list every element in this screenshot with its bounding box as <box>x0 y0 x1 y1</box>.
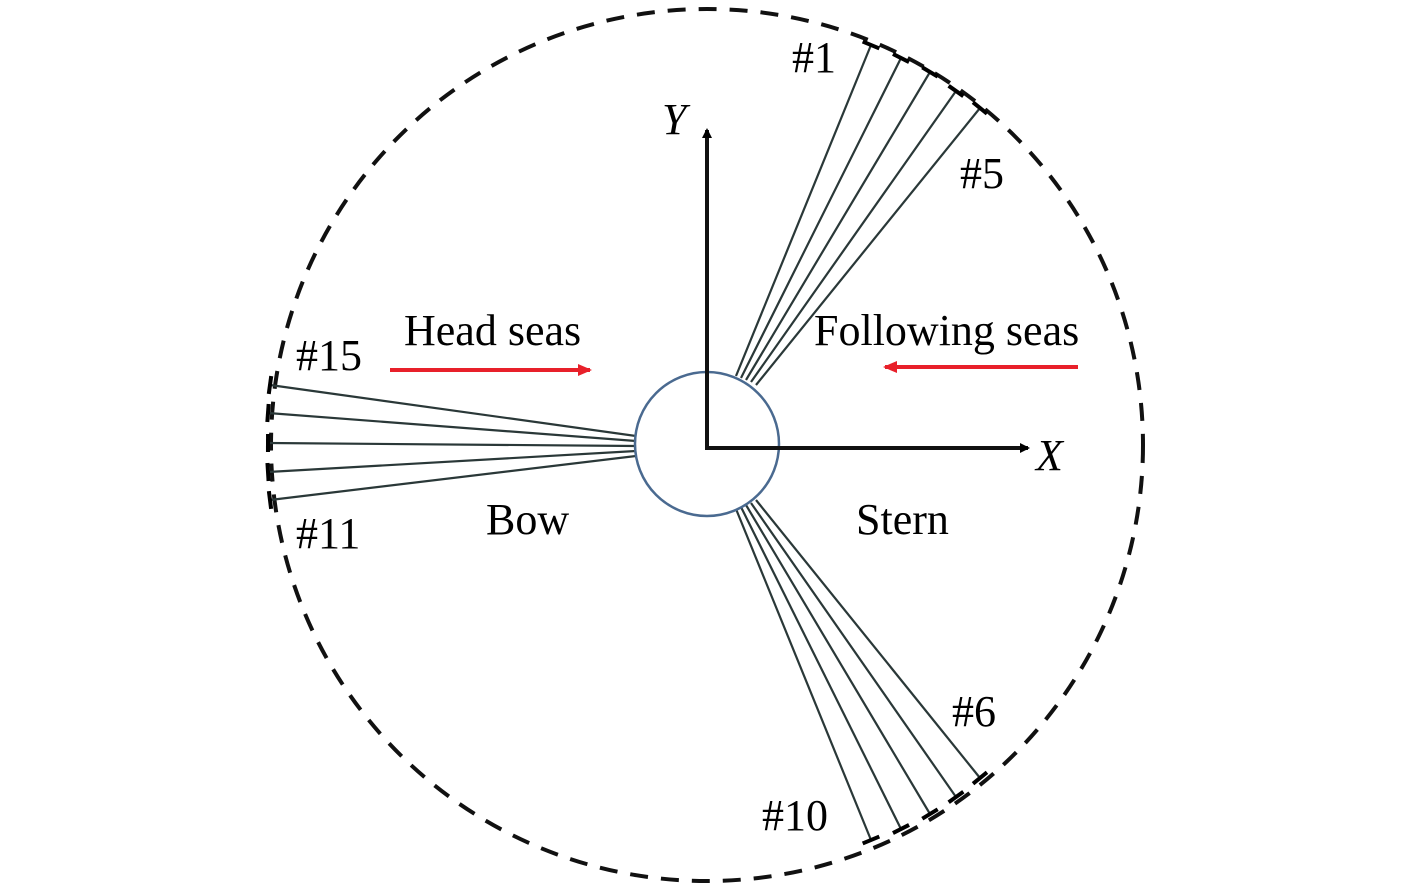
anchor-7 <box>947 790 965 804</box>
mooring-line-13 <box>267 441 637 448</box>
mooring-lines <box>265 39 989 846</box>
anchor-6 <box>971 770 989 786</box>
anchor-1 <box>861 39 881 51</box>
mooring-line-14 <box>267 411 637 443</box>
label-line-6: #6 <box>952 687 996 736</box>
following-seas-label: Following seas <box>814 306 1079 355</box>
mooring-line-12 <box>267 449 637 474</box>
stern-label: Stern <box>856 495 949 544</box>
bow-label: Bow <box>486 495 569 544</box>
mooring-line-11 <box>269 454 637 502</box>
mooring-line-4 <box>750 90 957 383</box>
mooring-line-9 <box>740 506 902 830</box>
mooring-line-2 <box>740 57 902 379</box>
label-line-1: #1 <box>792 33 836 82</box>
anchor-8 <box>921 807 939 821</box>
anchor-4 <box>947 84 965 98</box>
anchor-5 <box>971 100 989 116</box>
anchor-15 <box>266 375 274 395</box>
anchor-12 <box>265 462 271 482</box>
mooring-line-8 <box>745 504 931 815</box>
label-line-11: #11 <box>296 509 360 558</box>
mooring-line-6 <box>755 499 981 779</box>
mooring-line-1 <box>734 44 873 377</box>
mooring-line-10 <box>734 508 873 841</box>
anchor-3 <box>921 65 939 79</box>
label-line-5: #5 <box>960 149 1004 198</box>
x-axis-label: X <box>1034 431 1065 480</box>
mooring-line-15 <box>269 383 637 438</box>
head-seas-label: Head seas <box>404 306 581 355</box>
anchor-11 <box>266 490 274 510</box>
anchor-2 <box>892 52 910 64</box>
y-axis-label: Y <box>662 95 691 144</box>
anchor-10 <box>861 834 881 846</box>
anchor-9 <box>892 823 910 835</box>
mooring-line-3 <box>745 71 931 381</box>
mooring-line-5 <box>755 107 981 386</box>
mooring-line-7 <box>750 502 957 798</box>
label-line-10: #10 <box>762 791 828 840</box>
label-line-15: #15 <box>296 331 362 380</box>
anchor-14 <box>265 403 271 423</box>
mooring-boundary-circle <box>269 7 1145 883</box>
